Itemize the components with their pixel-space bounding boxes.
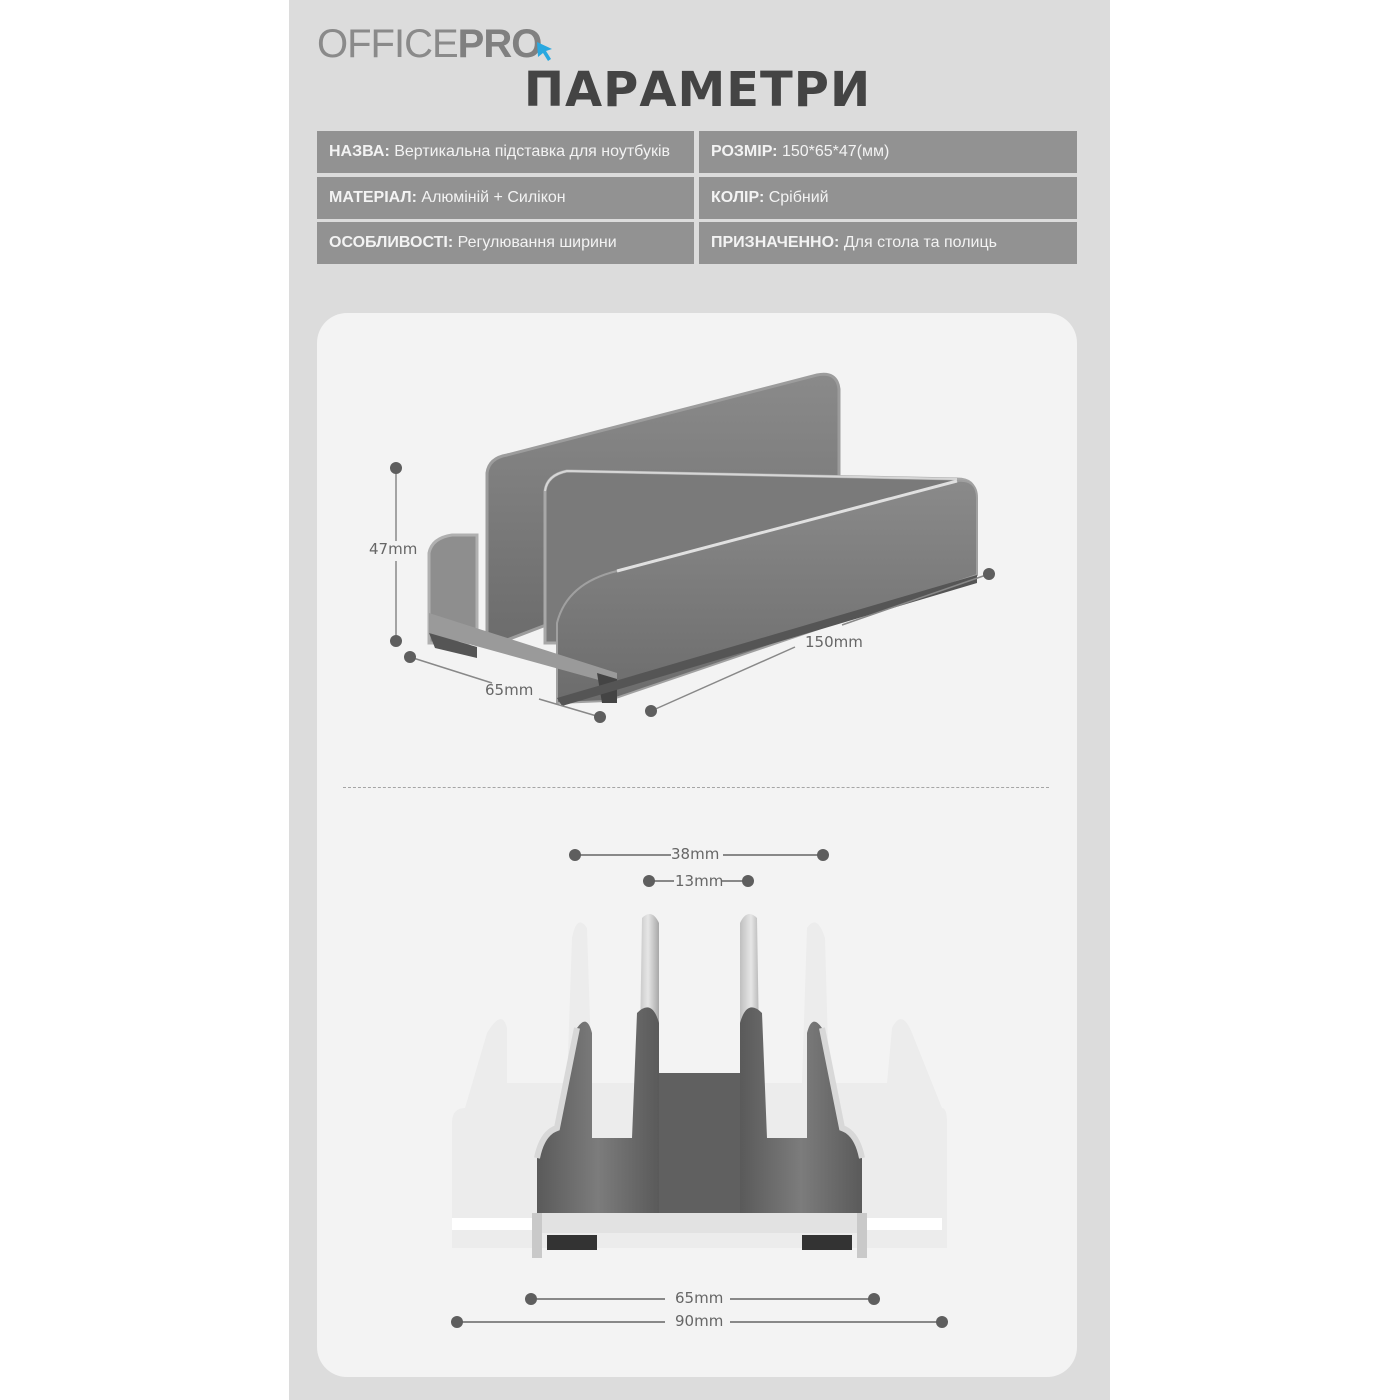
- stand-front-illustration: [452, 914, 947, 1258]
- spec-label: МАТЕРІАЛ:: [329, 189, 417, 206]
- spec-purpose: ПРИЗНАЧЕННО: Для стола та полиць: [699, 222, 1077, 264]
- product-spec-panel: OFFICEPRO ПАРАМЕТРИ НАЗВА: Вертикальна п…: [289, 0, 1110, 1400]
- base-inner-label: 65mm: [675, 1289, 724, 1307]
- outer-slot-label: 38mm: [671, 845, 720, 863]
- spec-material: МАТЕРІАЛ: Алюміній + Силікон: [317, 177, 694, 219]
- cursor-icon: [537, 42, 553, 61]
- stand-isometric-illustration: [427, 372, 978, 706]
- spec-value: Регулювання ширини: [453, 234, 617, 251]
- spec-color: КОЛІР: Срібний: [699, 177, 1077, 219]
- dim-line: [723, 854, 823, 856]
- dim-dot: [936, 1316, 948, 1328]
- spec-value: 150*65*47(мм): [777, 143, 890, 160]
- spec-value: Вертикальна підставка для ноутбуків: [389, 143, 671, 160]
- base-outer-label: 90mm: [675, 1312, 724, 1330]
- diagram-card: 47mm 65mm 150mm 38mm 13mm: [317, 313, 1077, 1377]
- spec-value: Алюміній + Силікон: [416, 189, 566, 206]
- dimension-lines-top: [390, 462, 995, 723]
- spec-size: РОЗМІР: 150*65*47(мм): [699, 131, 1077, 173]
- spec-features: ОСОБЛИВОСТІ: Регулювання ширини: [317, 222, 694, 264]
- brand-logo-light: OFFICE: [317, 22, 459, 66]
- spec-label: ПРИЗНАЧЕННО:: [711, 234, 840, 251]
- dim-dot: [569, 849, 581, 861]
- spec-label: НАЗВА:: [329, 143, 390, 160]
- brand-logo-bold: PRO: [457, 22, 543, 66]
- dim-line: [575, 854, 671, 856]
- section-divider: [343, 787, 1049, 788]
- dim-dot: [451, 1316, 463, 1328]
- depth-dimension-label: 65mm: [485, 681, 534, 699]
- page-title-text: ПАРАМЕТРИ: [523, 62, 872, 118]
- dim-line: [730, 1321, 938, 1323]
- height-dimension-label: 47mm: [369, 540, 418, 558]
- spec-label: ОСОБЛИВОСТІ:: [329, 234, 454, 251]
- dim-dot: [868, 1293, 880, 1305]
- dim-line: [730, 1298, 870, 1300]
- spec-label: КОЛІР:: [711, 189, 765, 206]
- spec-value: Срібний: [764, 189, 829, 206]
- spec-value: Для стола та полиць: [839, 234, 997, 251]
- dim-dot: [643, 875, 655, 887]
- length-dimension-label: 150mm: [805, 633, 863, 651]
- dim-dot: [817, 849, 829, 861]
- spec-name: НАЗВА: Вертикальна підставка для ноутбук…: [317, 131, 694, 173]
- dim-dot: [525, 1293, 537, 1305]
- dim-dot: [742, 875, 754, 887]
- inner-slot-label: 13mm: [675, 872, 724, 890]
- dim-line: [650, 880, 674, 882]
- brand-logo: OFFICEPRO: [317, 22, 553, 66]
- spec-label: РОЗМІР:: [711, 143, 778, 160]
- dim-line: [457, 1321, 665, 1323]
- dim-line: [721, 880, 745, 882]
- page-title: ПАРАМЕТРИ: [289, 62, 1110, 118]
- dim-line: [537, 1298, 665, 1300]
